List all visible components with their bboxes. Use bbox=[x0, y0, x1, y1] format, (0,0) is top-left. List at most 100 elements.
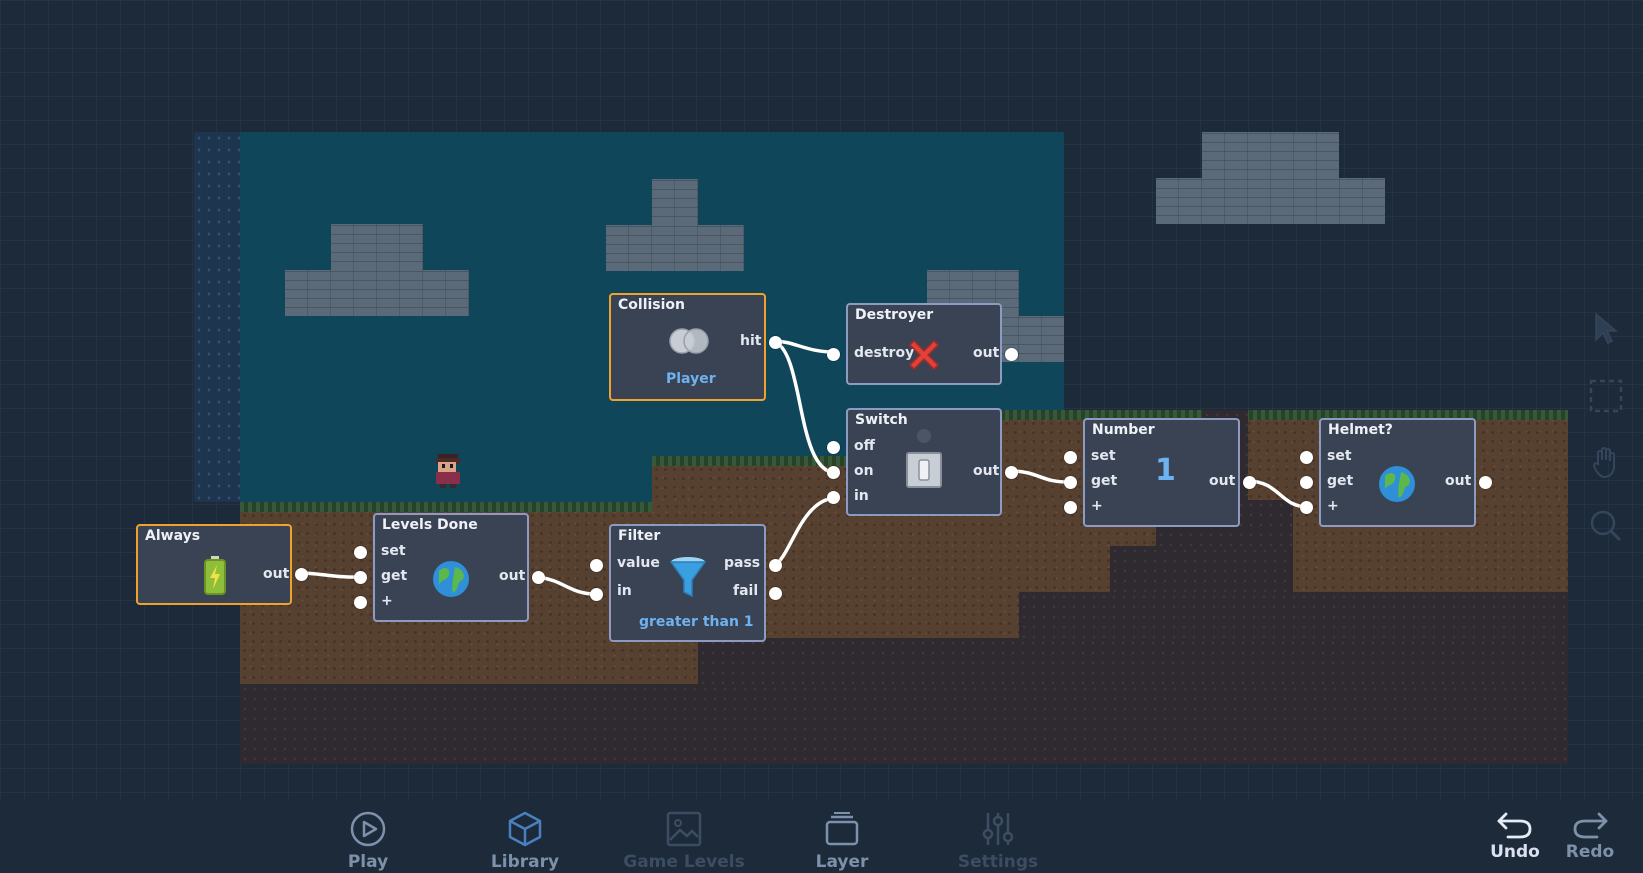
library-label: Library bbox=[490, 852, 560, 872]
port-label-get: get bbox=[1327, 473, 1354, 489]
port-plus[interactable] bbox=[354, 596, 367, 609]
port-label-out: out bbox=[1445, 473, 1472, 489]
port-in[interactable] bbox=[827, 491, 840, 504]
port-fail[interactable] bbox=[769, 587, 782, 600]
port-get[interactable] bbox=[1064, 476, 1077, 489]
cave-dirt bbox=[1019, 592, 1568, 638]
node-switch[interactable]: Switch off on in out bbox=[827, 408, 1018, 516]
play-button[interactable]: Play bbox=[298, 800, 438, 872]
cave-dirt bbox=[240, 684, 1568, 764]
filter-condition: greater than 1 bbox=[639, 614, 754, 630]
port-label-get: get bbox=[381, 568, 408, 584]
node-always[interactable]: Always out bbox=[136, 524, 308, 605]
hand-icon[interactable] bbox=[1588, 444, 1624, 480]
library-button[interactable]: Library bbox=[455, 800, 595, 872]
left-wall-tiles bbox=[194, 132, 240, 502]
port-in[interactable] bbox=[590, 588, 603, 601]
cloud-block bbox=[1156, 178, 1385, 224]
cloud-block bbox=[652, 179, 698, 225]
port-value[interactable] bbox=[590, 559, 603, 572]
port-set[interactable] bbox=[354, 546, 367, 559]
port-out[interactable] bbox=[1005, 466, 1018, 479]
bottom-toolbar: Play Library Game Levels Layer bbox=[0, 800, 1643, 873]
port-pass[interactable] bbox=[769, 559, 782, 572]
undo-button[interactable]: Undo bbox=[1480, 800, 1550, 862]
node-title: Levels Done bbox=[382, 517, 478, 533]
layer-label: Layer bbox=[815, 852, 869, 872]
port-label-off: off bbox=[854, 438, 875, 454]
settings-label: Settings bbox=[957, 852, 1039, 872]
node-title: Filter bbox=[618, 528, 661, 544]
port-get[interactable] bbox=[1300, 476, 1313, 489]
game-levels-label: Game Levels bbox=[623, 852, 745, 872]
cursor-icon[interactable] bbox=[1588, 310, 1624, 346]
player-sprite[interactable] bbox=[430, 452, 464, 488]
node-title: Destroyer bbox=[855, 307, 934, 323]
cave-dirt bbox=[1110, 546, 1293, 592]
cave-dirt bbox=[698, 638, 1568, 684]
node-title: Always bbox=[145, 528, 201, 544]
port-label-in: in bbox=[854, 488, 869, 504]
port-out[interactable] bbox=[532, 571, 545, 584]
port-label-plus: + bbox=[1327, 498, 1339, 514]
node-title: Collision bbox=[618, 297, 686, 313]
sliders-icon bbox=[982, 813, 1014, 845]
port-label-destroy: destroy bbox=[854, 345, 915, 361]
funnel-icon bbox=[669, 557, 707, 598]
port-label-plus: + bbox=[381, 593, 393, 609]
redo-icon bbox=[1573, 812, 1608, 839]
port-get[interactable] bbox=[354, 571, 367, 584]
port-set[interactable] bbox=[1300, 451, 1313, 464]
port-label-out: out bbox=[499, 568, 526, 584]
port-plus[interactable] bbox=[1300, 501, 1313, 514]
node-collision[interactable]: Collision hit Player bbox=[609, 293, 782, 401]
game-levels-button[interactable]: Game Levels bbox=[614, 800, 754, 872]
overlap-circles-icon bbox=[669, 328, 709, 354]
redo-button[interactable]: Redo bbox=[1555, 800, 1625, 862]
cloud-block bbox=[606, 225, 744, 271]
grass-strip bbox=[240, 502, 652, 512]
node-title: Switch bbox=[855, 412, 908, 428]
node-filter[interactable]: Filter value in pass fail greater than 1 bbox=[590, 524, 782, 642]
marquee-select-icon[interactable] bbox=[1588, 378, 1624, 414]
port-set[interactable] bbox=[1064, 451, 1077, 464]
red-x-icon bbox=[908, 339, 940, 371]
undo-icon bbox=[1497, 812, 1532, 839]
port-out[interactable] bbox=[1243, 476, 1256, 489]
light-switch-icon bbox=[906, 429, 942, 488]
port-out[interactable] bbox=[295, 568, 308, 581]
port-label-get: get bbox=[1091, 473, 1118, 489]
port-on[interactable] bbox=[827, 466, 840, 479]
layer-button[interactable]: Layer bbox=[772, 800, 912, 872]
port-label-out: out bbox=[1209, 473, 1236, 489]
cloud-block bbox=[285, 270, 469, 316]
port-label-set: set bbox=[1327, 448, 1352, 464]
port-label-plus: + bbox=[1091, 498, 1103, 514]
port-hit[interactable] bbox=[769, 336, 782, 349]
port-label-out: out bbox=[973, 463, 1000, 479]
port-out[interactable] bbox=[1479, 476, 1492, 489]
cloud-block bbox=[331, 224, 423, 270]
layers-icon bbox=[825, 812, 859, 846]
number-value: 1 bbox=[1155, 453, 1176, 488]
port-destroy[interactable] bbox=[827, 348, 840, 361]
port-plus[interactable] bbox=[1064, 501, 1077, 514]
port-off[interactable] bbox=[827, 441, 840, 454]
redo-label: Redo bbox=[1565, 842, 1615, 862]
port-label-in: in bbox=[617, 583, 632, 599]
undo-label: Undo bbox=[1490, 842, 1540, 862]
zoom-icon[interactable] bbox=[1588, 508, 1624, 544]
node-title: Helmet? bbox=[1328, 422, 1393, 438]
node-helmet[interactable]: Helmet? set get + out bbox=[1300, 418, 1492, 527]
node-destroyer[interactable]: Destroyer destroy out bbox=[827, 303, 1018, 385]
node-levels-done[interactable]: Levels Done set get + out bbox=[354, 513, 545, 622]
node-number[interactable]: Number set get + 1 out bbox=[1064, 418, 1256, 527]
port-label-out: out bbox=[973, 345, 1000, 361]
settings-button[interactable]: Settings bbox=[928, 800, 1068, 872]
port-label-on: on bbox=[854, 463, 874, 479]
port-out[interactable] bbox=[1005, 348, 1018, 361]
port-label-value: value bbox=[617, 555, 660, 571]
grass-strip bbox=[957, 410, 1568, 420]
port-label-set: set bbox=[1091, 448, 1116, 464]
